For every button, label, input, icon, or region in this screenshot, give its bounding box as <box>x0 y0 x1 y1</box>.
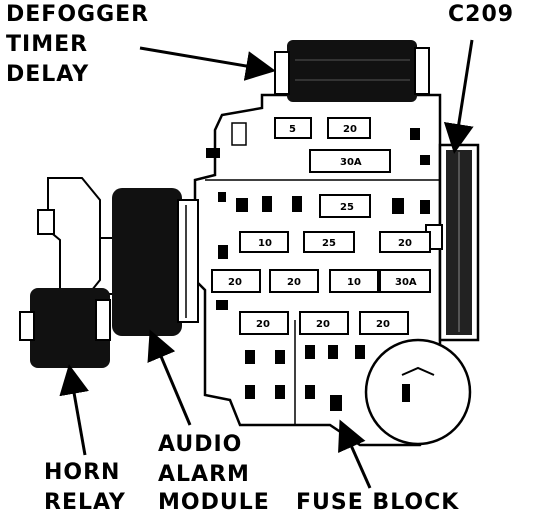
arrow-c209 <box>443 39 474 154</box>
arrow-horn <box>59 364 89 456</box>
fuse-rating: 25 <box>322 238 336 249</box>
label-c209: C209 <box>448 2 515 27</box>
fuse-rating: 10 <box>258 238 272 249</box>
label-audio-2: ALARM <box>158 462 250 487</box>
fuse-rating: 20 <box>343 124 357 135</box>
defogger-timer-module <box>274 40 430 102</box>
leader-arrows <box>59 39 474 489</box>
fuse-rating: 20 <box>376 319 390 330</box>
fuse-rating: 20 <box>398 238 412 249</box>
label-horn-2: RELAY <box>44 490 126 515</box>
fuse-rating: 20 <box>228 277 242 288</box>
horn-relay <box>19 177 111 368</box>
arrow-defogger <box>139 46 276 81</box>
label-defogger-1: DEFOGGER <box>6 2 150 27</box>
terminal-marks <box>216 128 430 411</box>
fuse-rating: 25 <box>340 202 354 213</box>
c209-connector <box>425 143 480 342</box>
round-flasher <box>364 338 472 446</box>
label-horn-1: HORN <box>44 460 121 485</box>
label-defogger-3: DELAY <box>6 62 90 87</box>
fuse-rating: 30A <box>340 157 362 168</box>
label-audio-3: MODULE <box>158 490 270 515</box>
fuse-rating: 10 <box>347 277 361 288</box>
label-defogger-2: TIMER <box>6 32 89 57</box>
fuse-rating: 20 <box>256 319 270 330</box>
label-fuse-block: FUSE BLOCK <box>296 490 460 515</box>
arrow-audio <box>147 329 192 426</box>
fuse-rating: 5 <box>289 124 296 135</box>
arrow-fuse-block <box>338 419 372 489</box>
fuse-grid <box>211 117 431 335</box>
label-audio-1: AUDIO <box>158 432 243 457</box>
fuse-rating: 20 <box>316 319 330 330</box>
fuse-rating: 20 <box>287 277 301 288</box>
fuse-rating: 30A <box>395 277 417 288</box>
